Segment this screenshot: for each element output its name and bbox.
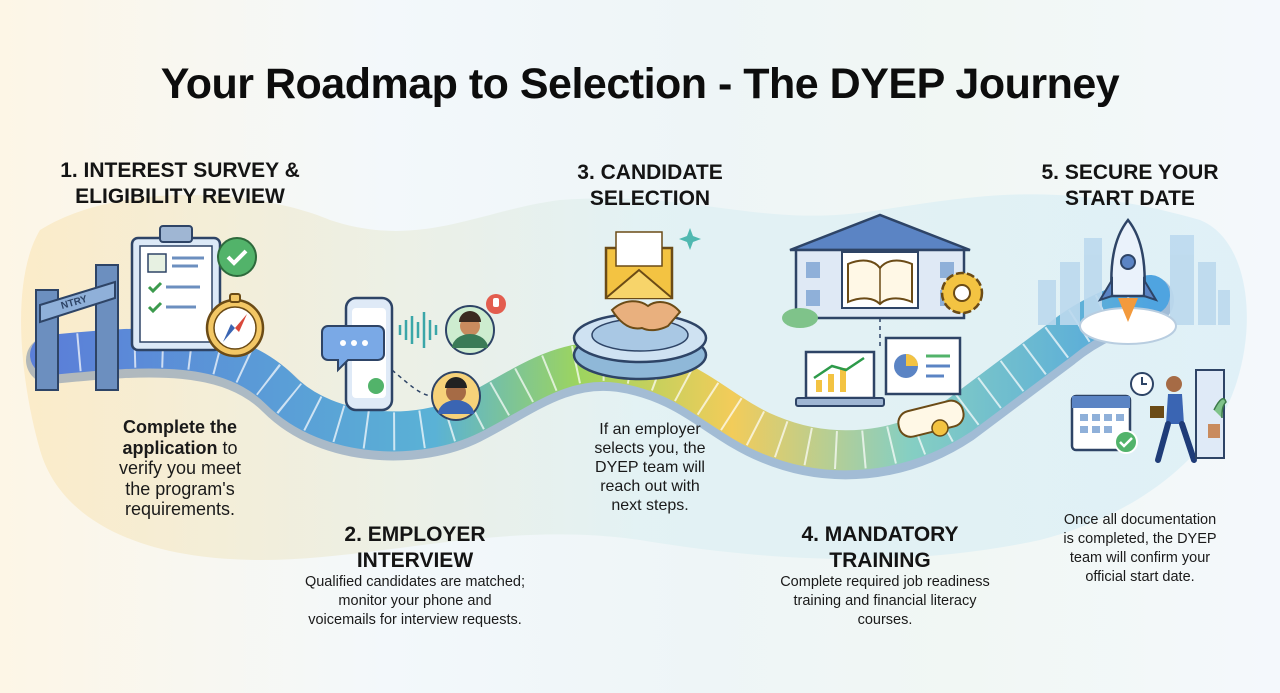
clock-icon bbox=[1130, 372, 1154, 396]
clipboard-icon bbox=[130, 225, 222, 352]
candidate-avatar-icon bbox=[445, 305, 495, 355]
step-1-desc-line4: the program's bbox=[125, 478, 235, 499]
diploma-icon bbox=[897, 399, 965, 438]
step-4-desc-line2: training and financial literacy bbox=[793, 593, 977, 609]
step-1-description: Complete the application to verify you m… bbox=[80, 417, 280, 520]
step-3-description: If an employer selects you, the DYEP tea… bbox=[560, 420, 740, 515]
step-3-title-line2: SELECTION bbox=[589, 187, 711, 210]
step-1-title-line1: 1. INTEREST SURVEY & bbox=[60, 159, 300, 182]
school-building-icon bbox=[789, 213, 971, 320]
step-4-title-line2: TRAINING bbox=[829, 549, 931, 572]
rocket-icon bbox=[1079, 217, 1177, 345]
chat-bubble-icon bbox=[321, 325, 385, 373]
step-1-desc-line5: requirements. bbox=[124, 499, 236, 519]
laptop-growth-chart-icon bbox=[795, 350, 885, 407]
step-2-title-line2: INTERVIEW bbox=[356, 549, 474, 572]
step-1-title-line2: ELIGIBILITY REVIEW bbox=[75, 185, 285, 208]
bush-icon bbox=[782, 308, 818, 328]
step-2-desc-line2: monitor your phone and bbox=[338, 593, 492, 609]
sound-wave-icon bbox=[398, 312, 438, 348]
step-3-desc-line2: selects you, the bbox=[594, 440, 706, 457]
step-5-description: Once all documentation is completed, the… bbox=[1040, 511, 1240, 587]
step-5-title: 5. SECURE YOUR START DATE bbox=[1020, 160, 1240, 212]
step-5-desc-line4: official start date. bbox=[1085, 569, 1195, 585]
step-3-desc-line1: If an employer bbox=[599, 421, 701, 438]
step-2-description: Qualified candidates are matched; monito… bbox=[270, 573, 560, 630]
step-3-title: 3. CANDIDATE SELECTION bbox=[540, 160, 760, 212]
step-4-desc-line1: Complete required job readiness bbox=[780, 574, 990, 590]
notification-bell-icon bbox=[486, 294, 506, 314]
step-5-title-line1: 5. SECURE YOUR bbox=[1041, 161, 1219, 184]
step-3-title-line1: 3. CANDIDATE bbox=[577, 161, 723, 184]
step-2-title-line1: 2. EMPLOYER bbox=[344, 523, 486, 546]
step-5-desc-line2: is completed, the DYEP bbox=[1063, 531, 1217, 547]
calendar-icon bbox=[1070, 394, 1138, 454]
step-5-desc-line1: Once all documentation bbox=[1063, 512, 1217, 528]
walking-person-icon bbox=[1150, 376, 1197, 463]
envelope-icon bbox=[604, 231, 674, 300]
step-3-desc-line4: reach out with bbox=[600, 478, 700, 495]
step-5-title-line2: START DATE bbox=[1065, 187, 1195, 210]
page-title: Your Roadmap to Selection - The DYEP Jou… bbox=[160, 60, 1120, 108]
city-skyline bbox=[1038, 235, 1230, 325]
checkmark-badge-icon bbox=[217, 237, 257, 277]
step-1-title: 1. INTEREST SURVEY & ELIGIBILITY REVIEW bbox=[30, 158, 330, 210]
step-4-description: Complete required job readiness training… bbox=[760, 573, 1010, 630]
step-1-desc-line3: verify you meet bbox=[118, 458, 242, 478]
step-4-title-line1: 4. MANDATORY bbox=[801, 523, 959, 546]
step-4-title: 4. MANDATORY TRAINING bbox=[780, 522, 980, 574]
step-1-desc-bold: Complete the bbox=[122, 417, 237, 437]
step-3-desc-line3: DYEP team will bbox=[595, 459, 705, 476]
handshake-icon bbox=[610, 300, 682, 332]
presentation-board-icon bbox=[884, 336, 962, 396]
door-icon bbox=[1195, 369, 1227, 459]
interviewer-avatar-icon bbox=[431, 371, 481, 421]
step-3-desc-line5: next steps. bbox=[611, 497, 689, 514]
step-2-title: 2. EMPLOYER INTERVIEW bbox=[300, 522, 530, 574]
sparkle-icon bbox=[679, 228, 701, 250]
step-4-desc-line3: courses. bbox=[857, 612, 913, 628]
step-2-desc-line1: Qualified candidates are matched; bbox=[304, 574, 526, 590]
entry-gate-icon: NTRY bbox=[35, 264, 119, 391]
step-1-desc-text: to bbox=[222, 437, 238, 458]
step-1-desc-bold2: application bbox=[122, 437, 218, 458]
compass-icon bbox=[205, 293, 265, 358]
gear-icon bbox=[940, 271, 984, 315]
step-2-desc-line3: voicemails for interview requests. bbox=[308, 612, 522, 628]
step-5-desc-line3: team will confirm your bbox=[1069, 550, 1211, 566]
